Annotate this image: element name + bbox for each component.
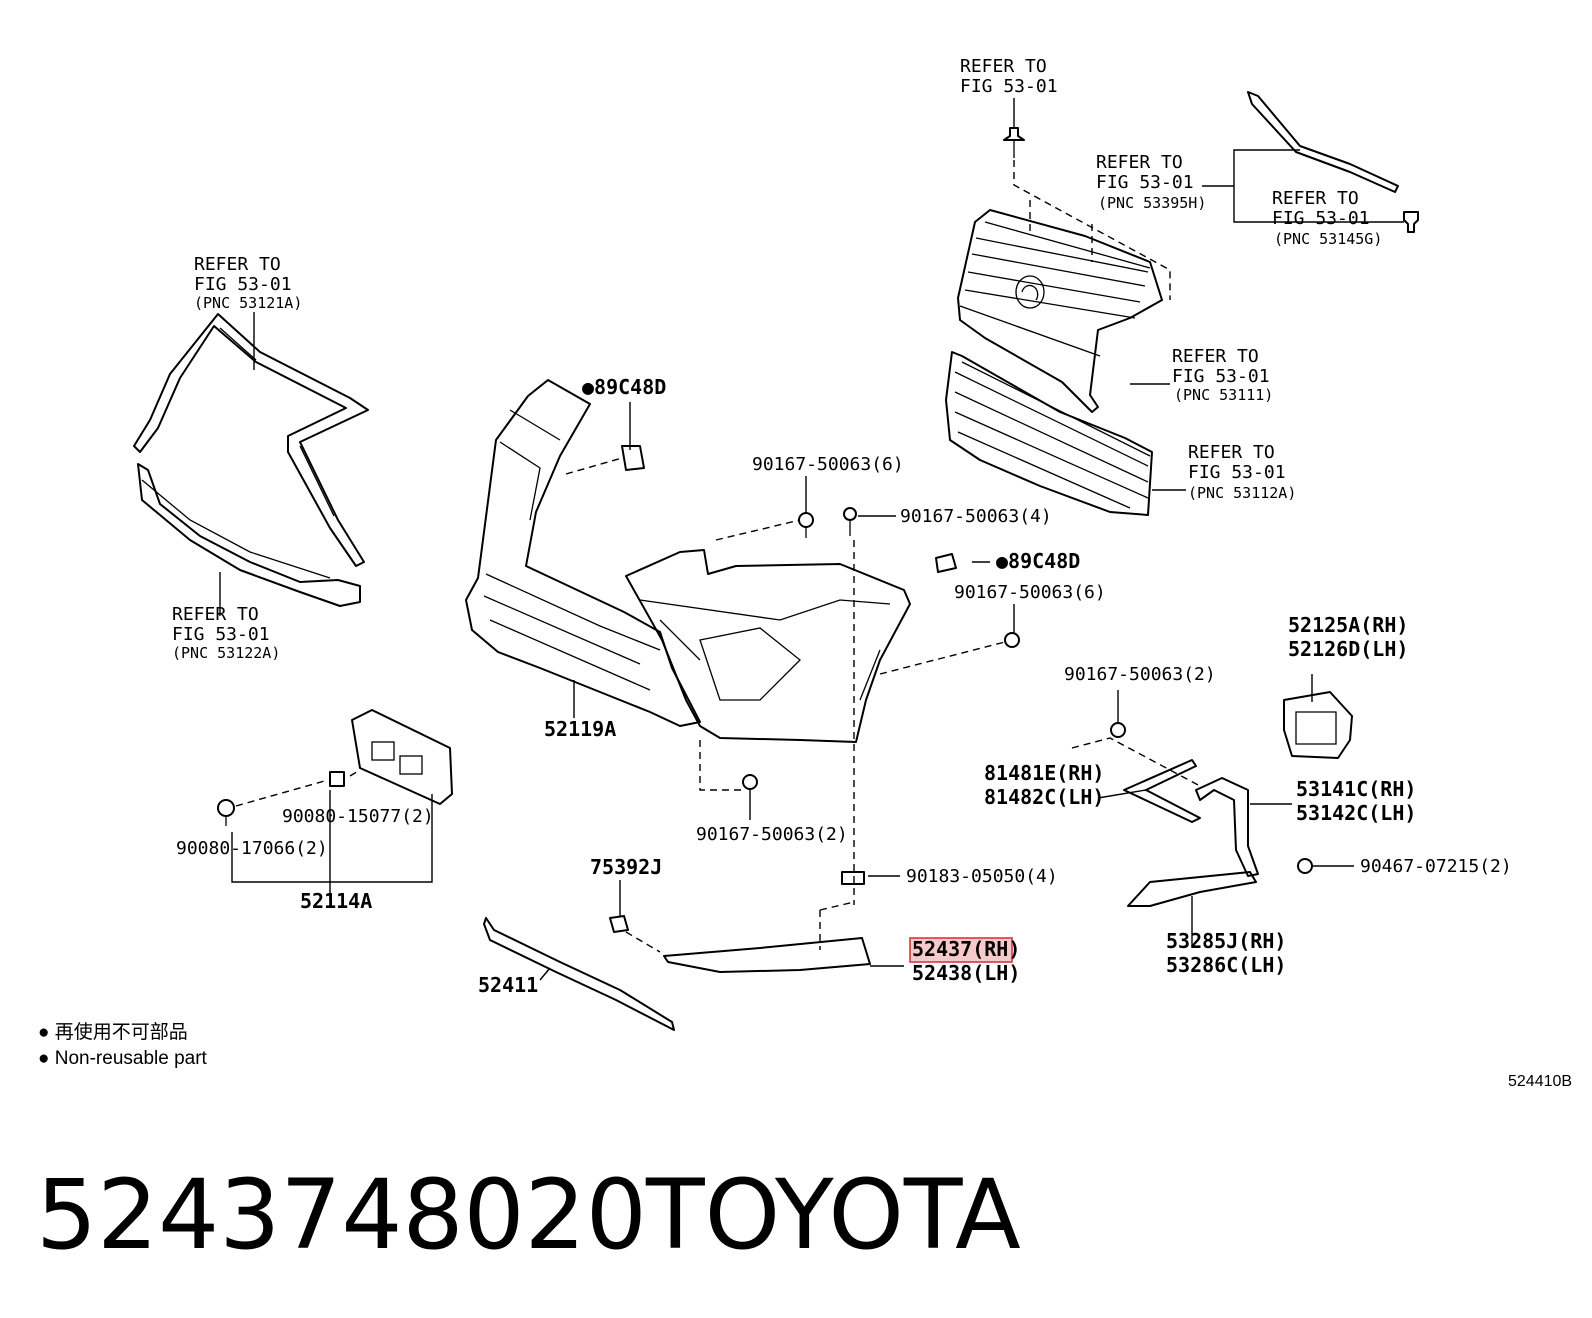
refer-pnc-53122a: REFER TO FIG 53-01 (PNC 53122A) <box>172 604 280 662</box>
svg-text:(PNC 53121A): (PNC 53121A) <box>194 294 302 312</box>
label-90167-6-right: 90167-50063(6) <box>954 582 1106 603</box>
lamp-cover-53141c <box>1195 777 1259 877</box>
grille-top-bolt-icon <box>1003 127 1025 158</box>
label-53286c: 53286C(LH) <box>1166 953 1286 977</box>
label-75392j: 75392J <box>590 855 662 879</box>
svg-text:REFER TO: REFER TO <box>1272 188 1359 209</box>
refer-grille-top-bolt: REFER TO FIG 53-01 <box>960 56 1058 97</box>
grille-molding-strip <box>1247 91 1399 193</box>
footer-part-number: 5243748020 <box>36 1159 647 1271</box>
label-52126d: 52126D(LH) <box>1288 637 1408 661</box>
legend-en: ● Non-reusable part <box>38 1048 208 1069</box>
footer-brand: TOYOTA <box>645 1159 1021 1271</box>
bolt-icon <box>217 799 235 826</box>
bumper-molding-52437 <box>663 937 871 973</box>
svg-text:(PNC 53112A): (PNC 53112A) <box>1188 484 1296 502</box>
svg-text:FIG 53-01: FIG 53-01 <box>1096 172 1194 193</box>
label-53141c: 53141C(RH) <box>1296 777 1416 801</box>
svg-text:REFER TO: REFER TO <box>960 56 1047 77</box>
speed-nut-icon <box>841 871 865 885</box>
svg-text:REFER TO: REFER TO <box>1096 152 1183 173</box>
label-90183: 90183-05050(4) <box>906 866 1058 887</box>
license-bracket-52114a <box>351 709 453 805</box>
label-89c48d-left: ●89C48D <box>582 375 666 399</box>
bumper-cover <box>625 549 911 743</box>
label-90167-2-bottom: 90167-50063(2) <box>696 824 848 845</box>
figure-code: 524410B <box>1508 1073 1572 1090</box>
label-52125a: 52125A(RH) <box>1288 613 1408 637</box>
label-52411: 52411 <box>478 973 538 997</box>
svg-text:FIG 53-01: FIG 53-01 <box>960 76 1058 97</box>
lower-grille <box>945 351 1153 516</box>
svg-text:FIG 53-01: FIG 53-01 <box>1172 366 1270 387</box>
svg-text:FIG 53-01: FIG 53-01 <box>1272 208 1370 229</box>
refer-pnc-53112a: REFER TO FIG 53-01 (PNC 53112A) <box>1188 442 1296 502</box>
label-53285j: 53285J(RH) <box>1166 929 1286 953</box>
label-81481e: 81481E(RH) <box>984 761 1104 785</box>
refer-pnc-53111: REFER TO FIG 53-01 (PNC 53111) <box>1172 346 1273 404</box>
lower-garnish-53285j <box>1127 871 1257 907</box>
svg-text:FIG 53-01: FIG 53-01 <box>172 624 270 645</box>
nut-icon <box>329 771 345 787</box>
bumper-bracket-52119a <box>465 379 701 727</box>
legend-jp: ● 再使用不可部品 <box>38 1021 188 1043</box>
refer-pnc-53145g: REFER TO FIG 53-01 (PNC 53145G) <box>1272 188 1382 248</box>
clip-89c48d-right-icon <box>935 553 957 573</box>
label-90080-15077: 90080-15077(2) <box>282 806 434 827</box>
svg-text:FIG 53-01: FIG 53-01 <box>1188 462 1286 483</box>
svg-text:(PNC 53145G): (PNC 53145G) <box>1274 230 1382 248</box>
svg-text:(PNC 53111): (PNC 53111) <box>1174 386 1273 404</box>
highlight-box <box>909 937 1013 963</box>
svg-text:(PNC 53122A): (PNC 53122A) <box>172 644 280 662</box>
clip-75392j-icon <box>609 915 629 933</box>
label-90167-4: 90167-50063(4) <box>900 506 1052 527</box>
side-bracket-52125a <box>1283 691 1353 759</box>
svg-text:FIG 53-01: FIG 53-01 <box>194 274 292 295</box>
label-90167-2-right: 90167-50063(2) <box>1064 664 1216 685</box>
label-53142c: 53142C(LH) <box>1296 801 1416 825</box>
label-89c48d-right: ●89C48D <box>996 549 1080 573</box>
label-52119a: 52119A <box>544 717 616 741</box>
lamp-trim-81481e <box>1123 759 1201 823</box>
label-90467: 90467-07215(2) <box>1360 856 1512 877</box>
svg-text:REFER TO: REFER TO <box>172 604 259 625</box>
refer-pnc-53395h: REFER TO FIG 53-01 (PNC 53395H) <box>1096 152 1206 212</box>
clip-89c48d-left-icon <box>621 445 645 471</box>
label-90080-17066: 90080-17066(2) <box>176 838 328 859</box>
lower-molding-53122a <box>137 463 361 607</box>
label-90167-6-top: 90167-50063(6) <box>752 454 904 475</box>
upper-molding-53121a <box>133 313 369 567</box>
label-81482c: 81482C(LH) <box>984 785 1104 809</box>
upper-grille <box>957 209 1163 413</box>
clip-icon <box>1403 211 1419 233</box>
label-52438: 52438(LH) <box>912 961 1020 985</box>
label-52437-highlighted[interactable]: 52437(RH) <box>912 937 1020 961</box>
lower-reinforcement-52411 <box>483 917 675 1031</box>
svg-text:REFER TO: REFER TO <box>1172 346 1259 367</box>
svg-text:(PNC 53395H): (PNC 53395H) <box>1098 194 1206 212</box>
label-52114a: 52114A <box>300 889 372 913</box>
svg-text:REFER TO: REFER TO <box>1188 442 1275 463</box>
svg-text:REFER TO: REFER TO <box>194 254 281 275</box>
refer-pnc-53121a: REFER TO FIG 53-01 (PNC 53121A) <box>194 254 302 312</box>
